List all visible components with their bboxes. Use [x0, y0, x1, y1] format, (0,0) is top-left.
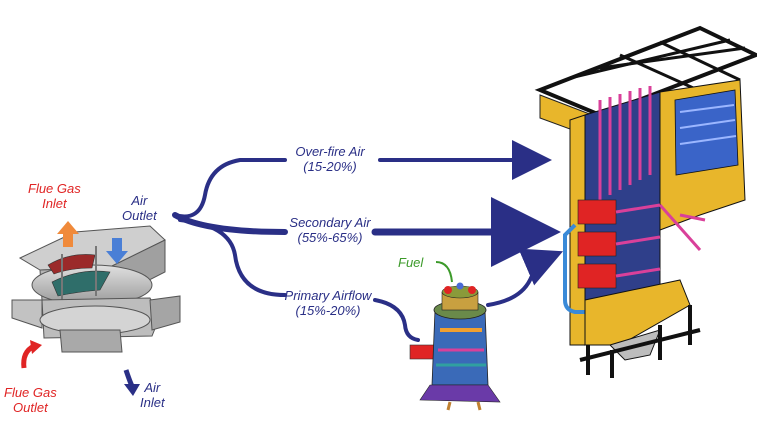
- air-inlet-line2: Inlet: [140, 395, 165, 410]
- air-preheater: [12, 221, 180, 396]
- secondary-air-line1: Secondary Air: [282, 215, 378, 230]
- secondary-air-line2: (55%-65%): [282, 230, 378, 245]
- primary-airflow-line1: Primary Airflow: [278, 288, 378, 303]
- flue-gas-inlet-line2: Inlet: [28, 196, 81, 211]
- flue-gas-outlet-line2: Outlet: [4, 400, 57, 415]
- overfire-air-label: Over-fire Air (15-20%): [285, 144, 375, 174]
- air-inlet-line1: Air: [140, 380, 165, 395]
- overfire-air-line1: Over-fire Air: [285, 144, 375, 159]
- primary-airflow-line2: (15%-20%): [278, 303, 378, 318]
- boiler: [540, 28, 756, 378]
- secondary-air-label: Secondary Air (55%-65%): [282, 215, 378, 245]
- air-outlet-label: Air Outlet: [122, 193, 157, 223]
- air-outlet-line2: Outlet: [122, 208, 157, 223]
- air-outlet-line1: Air: [122, 193, 157, 208]
- primary-airflow-label: Primary Airflow (15%-20%): [278, 288, 378, 318]
- fuel-arrow: [436, 262, 452, 282]
- flue-gas-inlet-line1: Flue Gas: [28, 181, 81, 196]
- flue-gas-outlet-label: Flue Gas Outlet: [4, 385, 57, 415]
- flue-gas-outlet-line1: Flue Gas: [4, 385, 57, 400]
- pulverizer: [410, 283, 500, 411]
- fuel-label: Fuel: [398, 255, 423, 270]
- flue-gas-inlet-label: Flue Gas Inlet: [28, 181, 81, 211]
- air-inlet-label: Air Inlet: [140, 380, 165, 410]
- overfire-air-line2: (15-20%): [285, 159, 375, 174]
